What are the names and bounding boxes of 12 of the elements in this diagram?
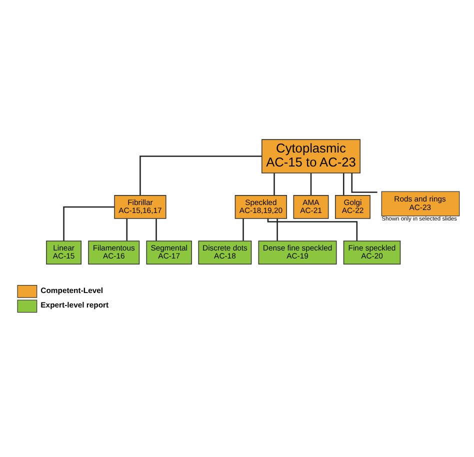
- connector: [242, 218, 244, 241]
- connector: [63, 206, 114, 241]
- connector: [156, 218, 157, 241]
- connector: [267, 218, 358, 241]
- connector: [274, 173, 275, 196]
- connector: [310, 173, 312, 196]
- connector: [351, 172, 378, 193]
- connector: [276, 218, 278, 241]
- node-box: Cytoplasmic AC-15 to AC-23: [262, 139, 360, 174]
- connector: [140, 156, 262, 196]
- connector: [126, 218, 128, 241]
- connector: [343, 173, 344, 196]
